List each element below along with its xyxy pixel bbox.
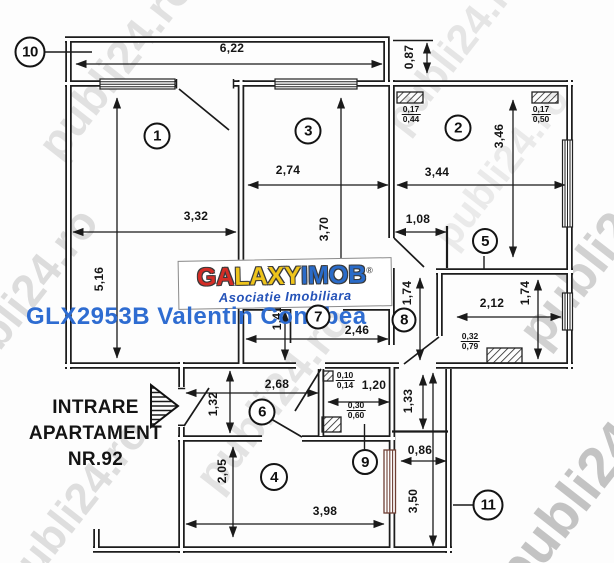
dim-label: 2,12 [479, 296, 505, 310]
door-openings [176, 79, 234, 427]
dim-label: 1,33 [401, 388, 415, 414]
dim-label: 6,22 [219, 41, 245, 55]
logo-ga: GA [196, 263, 235, 292]
room-marker-3: 3 [294, 117, 322, 145]
room-marker-1: 1 [143, 122, 171, 150]
logo-registered-mark: ® [366, 265, 373, 276]
window-symbols [99, 78, 574, 331]
dim-label: 1,74 [400, 280, 414, 306]
room-marker-4: 4 [260, 463, 288, 491]
room-marker-5: 5 [472, 228, 498, 254]
room-marker-11: 11 [472, 489, 504, 521]
dim-label: 3,98 [312, 504, 338, 518]
logo-subtitle: Asociatie Imobiliara [218, 287, 352, 305]
dim-label: 1,20 [361, 378, 387, 392]
dim-label: 3,50 [406, 488, 420, 514]
dim-label: 1,32 [206, 391, 220, 417]
entrance-line-1: INTRARE [52, 397, 139, 418]
dim-label: 3,32 [183, 209, 209, 223]
dimension-lines [72, 42, 566, 547]
dim-label: 2,05 [215, 458, 229, 484]
room-marker-7: 7 [305, 304, 331, 330]
entrance-line-2: APARTAMENT [28, 423, 163, 444]
entrance-line-3: NR.92 [67, 449, 124, 470]
logo-wordmark: GALAXYIMOB® [196, 260, 374, 292]
leader-lines [45, 39, 485, 506]
dim-label: 2,46 [344, 323, 370, 337]
room-marker-2: 2 [444, 114, 472, 142]
dim-label: 3,44 [424, 165, 450, 179]
entrance-label: INTRARE APARTAMENT NR.92 [18, 395, 173, 473]
entrance-arrow-icon [150, 382, 180, 430]
room-marker-9: 9 [352, 449, 378, 475]
logo-laxy: LAXY [234, 261, 302, 292]
dim-label: 0,86 [407, 443, 433, 457]
galaxyimob-logo: GALAXYIMOB® Asociatie Imobiliara [177, 257, 393, 310]
pillar-hatches [321, 91, 559, 433]
dim-label: 1,74 [518, 280, 532, 306]
room-marker-8: 8 [391, 307, 417, 333]
balcony-window [383, 449, 397, 514]
dim-label: 2,68 [264, 377, 290, 391]
dim-label: 5,16 [92, 266, 106, 292]
dim-label: 3,46 [492, 123, 506, 149]
dim-label: 1,08 [405, 212, 431, 226]
dim-label: 2,74 [275, 163, 301, 177]
dim-label: 0,87 [402, 44, 416, 70]
room-marker-10: 10 [14, 36, 46, 68]
logo-imob: IMOB [300, 260, 367, 290]
dim-label: 3,70 [317, 216, 331, 242]
room-marker-6: 6 [248, 398, 276, 426]
